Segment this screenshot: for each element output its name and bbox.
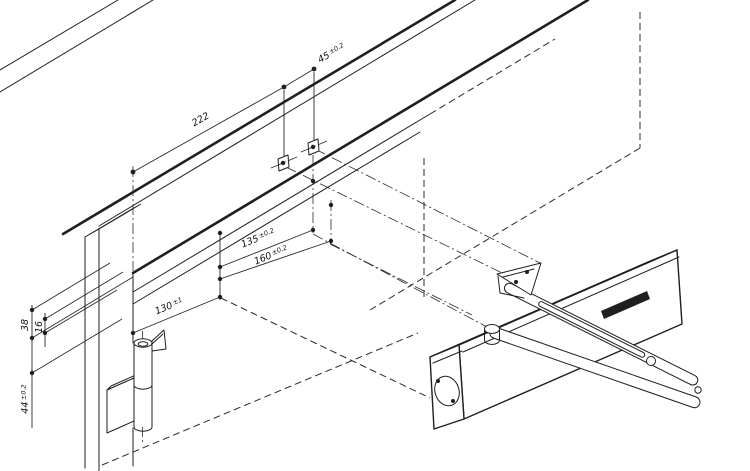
hinge-barrel	[134, 343, 152, 427]
dim-label-38: 38	[20, 319, 31, 331]
projection-centerlines	[220, 148, 541, 399]
dim-label-222: 222	[190, 111, 211, 130]
arm-elbow-joint	[694, 386, 702, 394]
arm-adjust-pin	[646, 356, 656, 366]
arm-frame-bracket	[496, 262, 542, 296]
mounting-holes	[217, 72, 334, 300]
closer-body-end-cap	[429, 344, 465, 430]
dimension-222-45: 222 45±0.2	[130, 41, 347, 271]
door-hinge	[106, 329, 167, 444]
hidden-outline-lines	[101, 12, 641, 466]
dim-label-45: 45±0.2	[316, 41, 347, 65]
dimension-130: 130±1	[130, 294, 223, 336]
dim-label-44: 44±0.2	[20, 384, 32, 413]
hinge-right-flag	[151, 329, 167, 352]
closer-valve-cover	[434, 375, 460, 407]
closer-label-plate	[601, 291, 650, 319]
dim-label-16: 16	[34, 321, 45, 333]
dimension-38-16-44: 38 16 44±0.2	[20, 262, 134, 428]
door-closer-body	[429, 249, 683, 430]
closer-pinion-boss	[484, 324, 500, 334]
door-closer-arm	[484, 262, 702, 409]
arm-adjust-slot	[538, 301, 646, 358]
wall-and-frame-edges	[0, 0, 590, 305]
dimension-135-160: 135±0.2 160±0.2	[217, 226, 334, 282]
